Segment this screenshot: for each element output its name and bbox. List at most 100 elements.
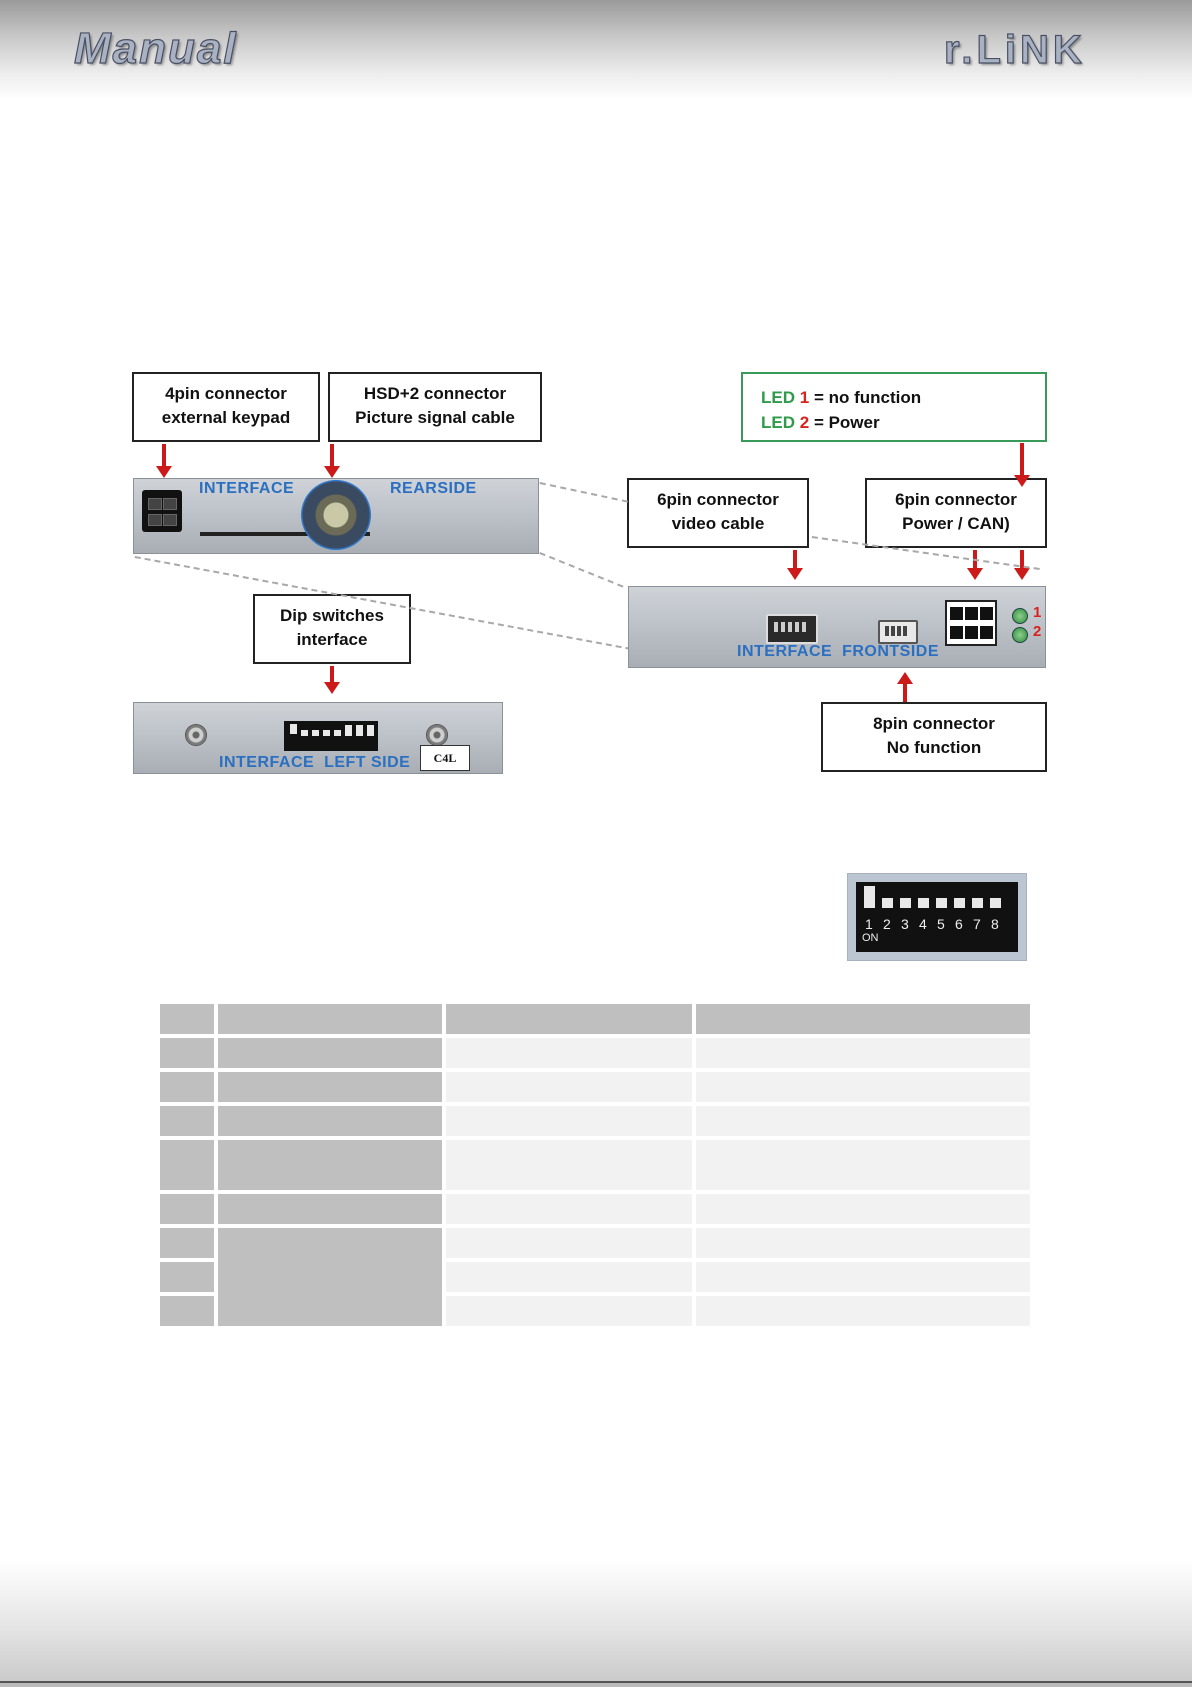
led-2-text: = Power bbox=[813, 413, 880, 432]
connector-pin bbox=[163, 498, 177, 510]
connector-pin bbox=[885, 626, 889, 636]
dip-switch bbox=[301, 730, 308, 736]
table-row bbox=[446, 1296, 692, 1326]
table-row bbox=[696, 1038, 1030, 1068]
table-header-cell bbox=[160, 1004, 214, 1034]
page-footer bbox=[0, 1560, 1192, 1685]
left-side-label: INTERFACE LEFT SIDE bbox=[219, 754, 411, 771]
table-row bbox=[446, 1072, 692, 1102]
led-word: LED bbox=[761, 413, 795, 432]
table-row bbox=[160, 1038, 214, 1068]
table-row bbox=[160, 1296, 214, 1326]
8pin-connector bbox=[878, 620, 918, 644]
table-row bbox=[446, 1228, 692, 1258]
footer-rule bbox=[0, 1681, 1192, 1687]
table-row bbox=[446, 1106, 692, 1136]
connector-pin bbox=[788, 622, 792, 632]
table-row bbox=[696, 1262, 1030, 1292]
table-row bbox=[160, 1072, 214, 1102]
table-row bbox=[218, 1106, 442, 1136]
arrow-led bbox=[1014, 443, 1030, 487]
dip-switch bbox=[334, 730, 341, 736]
table-row bbox=[696, 1140, 1030, 1190]
dip-number: 4 bbox=[919, 916, 927, 932]
table-row bbox=[160, 1262, 214, 1292]
callout-line: Power / CAN) bbox=[902, 514, 1010, 533]
dip-switch bbox=[356, 725, 363, 736]
callout-line: No function bbox=[886, 738, 982, 757]
dip-switch-block-small bbox=[284, 721, 378, 751]
dip-switch-5 bbox=[936, 898, 947, 908]
dip-switch bbox=[312, 730, 319, 736]
connector-pin bbox=[795, 622, 799, 632]
table-row bbox=[696, 1296, 1030, 1326]
dip-switch-2 bbox=[882, 898, 893, 908]
callout-dip-switches: Dip switches interface bbox=[253, 594, 411, 664]
arrow-video bbox=[787, 550, 803, 580]
table-row bbox=[696, 1106, 1030, 1136]
callout-line: 4pin connector bbox=[165, 384, 287, 403]
screw-icon bbox=[185, 724, 207, 746]
table-row bbox=[446, 1262, 692, 1292]
connector-cell bbox=[950, 607, 963, 620]
connector-cell bbox=[980, 607, 993, 620]
dip-switch bbox=[323, 730, 330, 736]
led-2-number: 2 bbox=[799, 413, 810, 432]
panel-slot bbox=[200, 532, 370, 536]
rear-label-rearside: REARSIDE bbox=[390, 480, 477, 497]
connector-pin bbox=[802, 622, 806, 632]
callout-hsd-connector: HSD+2 connector Picture signal cable bbox=[328, 372, 542, 442]
table-row bbox=[446, 1038, 692, 1068]
table-row bbox=[446, 1140, 692, 1190]
callout-line: 6pin connector bbox=[657, 490, 779, 509]
dip-switch-8 bbox=[990, 898, 1001, 908]
led-1-row: LED 1 = no function bbox=[761, 385, 1045, 410]
led-legend-box: LED 1 = no function LED 2 = Power bbox=[741, 372, 1047, 442]
page-header bbox=[0, 0, 1192, 100]
dip-switch bbox=[345, 725, 352, 736]
connector-pin bbox=[163, 514, 177, 526]
dip-switch-3 bbox=[900, 898, 911, 908]
callout-line: 8pin connector bbox=[873, 714, 995, 733]
arrow-power bbox=[967, 550, 983, 580]
connector-pin bbox=[781, 622, 785, 632]
table-row bbox=[160, 1194, 214, 1224]
6pin-video-connector bbox=[766, 614, 818, 644]
callout-8pin-connector: 8pin connector No function bbox=[821, 702, 1047, 772]
dip-switch-1 bbox=[864, 886, 875, 908]
hsd-connector bbox=[301, 480, 371, 550]
dip-switch-photo: 1 2 3 4 5 6 7 8 ON bbox=[847, 873, 1027, 961]
callout-6pin-video: 6pin connector video cable bbox=[627, 478, 809, 548]
led-1-label: 1 bbox=[1033, 604, 1042, 621]
rlink-logo: r.LiNK bbox=[943, 27, 1086, 72]
led-word: LED bbox=[761, 388, 795, 407]
projection-line bbox=[539, 482, 629, 503]
table-header-cell bbox=[218, 1004, 442, 1034]
table-row bbox=[160, 1228, 214, 1258]
connector-pin bbox=[148, 514, 162, 526]
6pin-power-connector bbox=[945, 600, 997, 646]
table-row bbox=[696, 1194, 1030, 1224]
table-row bbox=[218, 1072, 442, 1102]
table-row bbox=[218, 1038, 442, 1068]
callout-line: external keypad bbox=[161, 408, 291, 427]
dip-switch bbox=[290, 724, 297, 734]
table-row bbox=[446, 1194, 692, 1224]
led-1-number: 1 bbox=[799, 388, 810, 407]
callout-4pin-keypad: 4pin connector external keypad bbox=[132, 372, 320, 442]
table-header-cell bbox=[446, 1004, 692, 1034]
dip-switch-6 bbox=[954, 898, 965, 908]
dip-number: 1 bbox=[865, 916, 873, 932]
table-row bbox=[160, 1140, 214, 1190]
callout-line: 6pin connector bbox=[895, 490, 1017, 509]
dip-switch-block-large: 1 2 3 4 5 6 7 8 ON bbox=[856, 882, 1018, 952]
led-1-text: = no function bbox=[813, 388, 922, 407]
model-tag: C4L bbox=[420, 745, 470, 771]
connector-cell bbox=[950, 626, 963, 639]
callout-line: Dip switches bbox=[280, 606, 384, 625]
led-1-indicator bbox=[1012, 608, 1028, 624]
callout-6pin-power: 6pin connector Power / CAN) bbox=[865, 478, 1047, 548]
arrow-hsd bbox=[324, 444, 340, 478]
dip-on-label: ON bbox=[862, 932, 879, 944]
dip-number: 3 bbox=[901, 916, 909, 932]
